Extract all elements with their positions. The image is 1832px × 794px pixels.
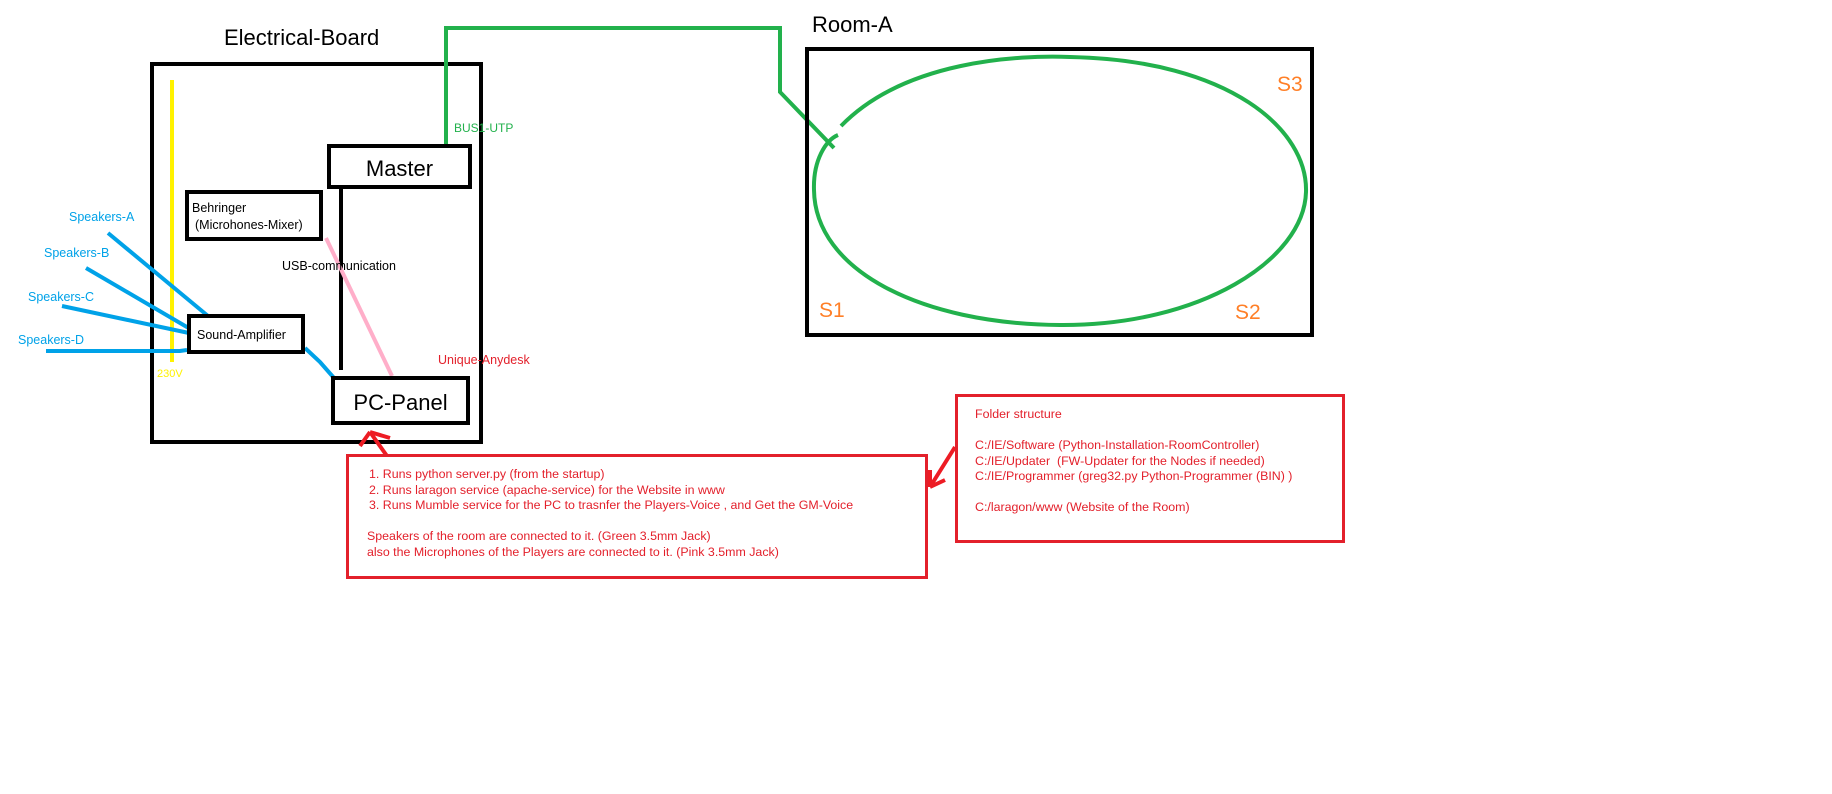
pc-note-line [369,514,925,530]
usb-communication-label: USB-communication [282,259,396,273]
sound-amplifier-label: Sound-Amplifier [197,328,286,342]
speaker-cable-b [84,266,194,332]
folder-note-line: C:/IE/Programmer (greg32.py Python-Progr… [975,469,1293,483]
behringer-box: Behringer (Microhones-Mixer) [185,190,323,241]
pc-panel-label: PC-Panel [353,390,448,415]
speaker-label-b: Speakers-B [44,246,110,260]
room-s3-label: S3 [1277,73,1303,96]
room-speaker-loop [811,54,1309,328]
speaker-label-c: Speakers-C [28,290,94,304]
master-label: Master [365,156,434,181]
master-box: Master [327,144,472,189]
speaker-label-d: Speakers-D [18,333,84,347]
folder-note-line: C:/IE/Software (Python-Installation-Room… [975,438,1260,452]
pc-notes-box: 1. Runs python server.py (from the start… [346,454,928,579]
pc-note-line: 3. Runs Mumble service for the PC to tra… [369,498,854,512]
speaker-cable-c [61,304,190,335]
folder-notes-arrow [928,445,957,489]
amplifier-to-pc-cable [303,346,336,380]
pc-panel-box: PC-Panel [331,376,470,425]
speaker-label-a: Speakers-A [69,210,135,224]
pc-note-line: 1. Runs python server.py (from the start… [369,467,605,481]
folder-note-line: Folder structure [975,407,1062,421]
pc-notes-arrow [358,430,391,458]
room-s2-label: S2 [1235,301,1261,324]
behringer-label: Behringer [192,201,247,215]
electrical-board-frame [150,62,483,444]
speaker-cable-d [46,348,188,353]
room-s1-label: S1 [819,299,845,322]
folder-note-line: C:/laragon/www (Website of the Room) [975,500,1190,514]
folder-structure-box: Folder structure C:/IE/Software (Python-… [955,394,1345,543]
electrical-board-title: Electrical-Board [224,25,380,50]
unique-anydesk-label: Unique-Anydesk [438,353,530,367]
pc-note-line: 2. Runs laragon service (apache-service)… [369,482,725,497]
microphone-pink-line [324,237,394,377]
speaker-cable-a [106,231,210,318]
bus1-utp-line [444,26,836,150]
voltage-label: 230V [157,368,183,380]
folder-note-line: C:/IE/Updater (FW-Updater for the Nodes … [975,453,1265,468]
folder-note-line [975,485,1342,501]
folder-note-line [975,423,1342,439]
room-a-frame [805,47,1314,337]
sound-amplifier-box: Sound-Amplifier [187,314,305,354]
bus1-utp-label: BUS1-UTP [454,121,514,135]
behringer-sublabel: (Microhones-Mixer) [195,218,303,232]
pc-note-line: Speakers of the room are connected to it… [367,529,711,543]
room-a-title: Room-A [812,12,893,37]
pc-note-line: also the Microphones of the Players are … [367,544,779,559]
